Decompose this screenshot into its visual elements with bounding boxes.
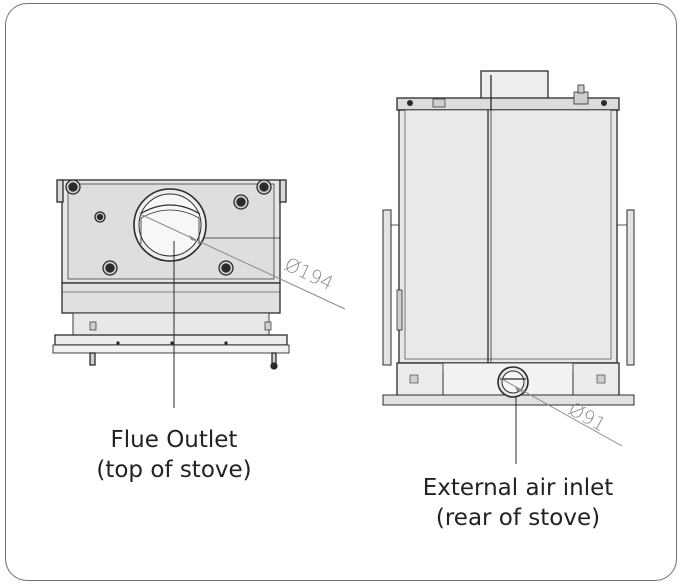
- air-inlet-dimension-line: [499, 377, 623, 447]
- stove-top-view: [52, 179, 290, 370]
- flue-outlet-label: Flue Outlet (top of stove): [60, 425, 288, 485]
- air-inlet-label-line2: (rear of stove): [435, 505, 601, 531]
- flue-dimension-line: [139, 213, 346, 310]
- flue-outlet-label-line1: Flue Outlet: [110, 427, 238, 453]
- stove-rear-view: [382, 70, 635, 406]
- flue-outlet-label-line2: (top of stove): [96, 457, 252, 483]
- air-inlet-label: External air inlet (rear of stove): [398, 473, 638, 533]
- flue-outlet-collar: [133, 188, 207, 262]
- stove-top-lower-band: [61, 282, 281, 314]
- figure-frame: [5, 3, 677, 581]
- flue-diameter-text: Ø194: [281, 254, 337, 296]
- rear-flue-box: [480, 70, 549, 100]
- air-inlet-label-line1: External air inlet: [422, 475, 614, 501]
- air-inlet-collar: [497, 366, 529, 398]
- stove-top-bolt-holes: [65, 179, 272, 276]
